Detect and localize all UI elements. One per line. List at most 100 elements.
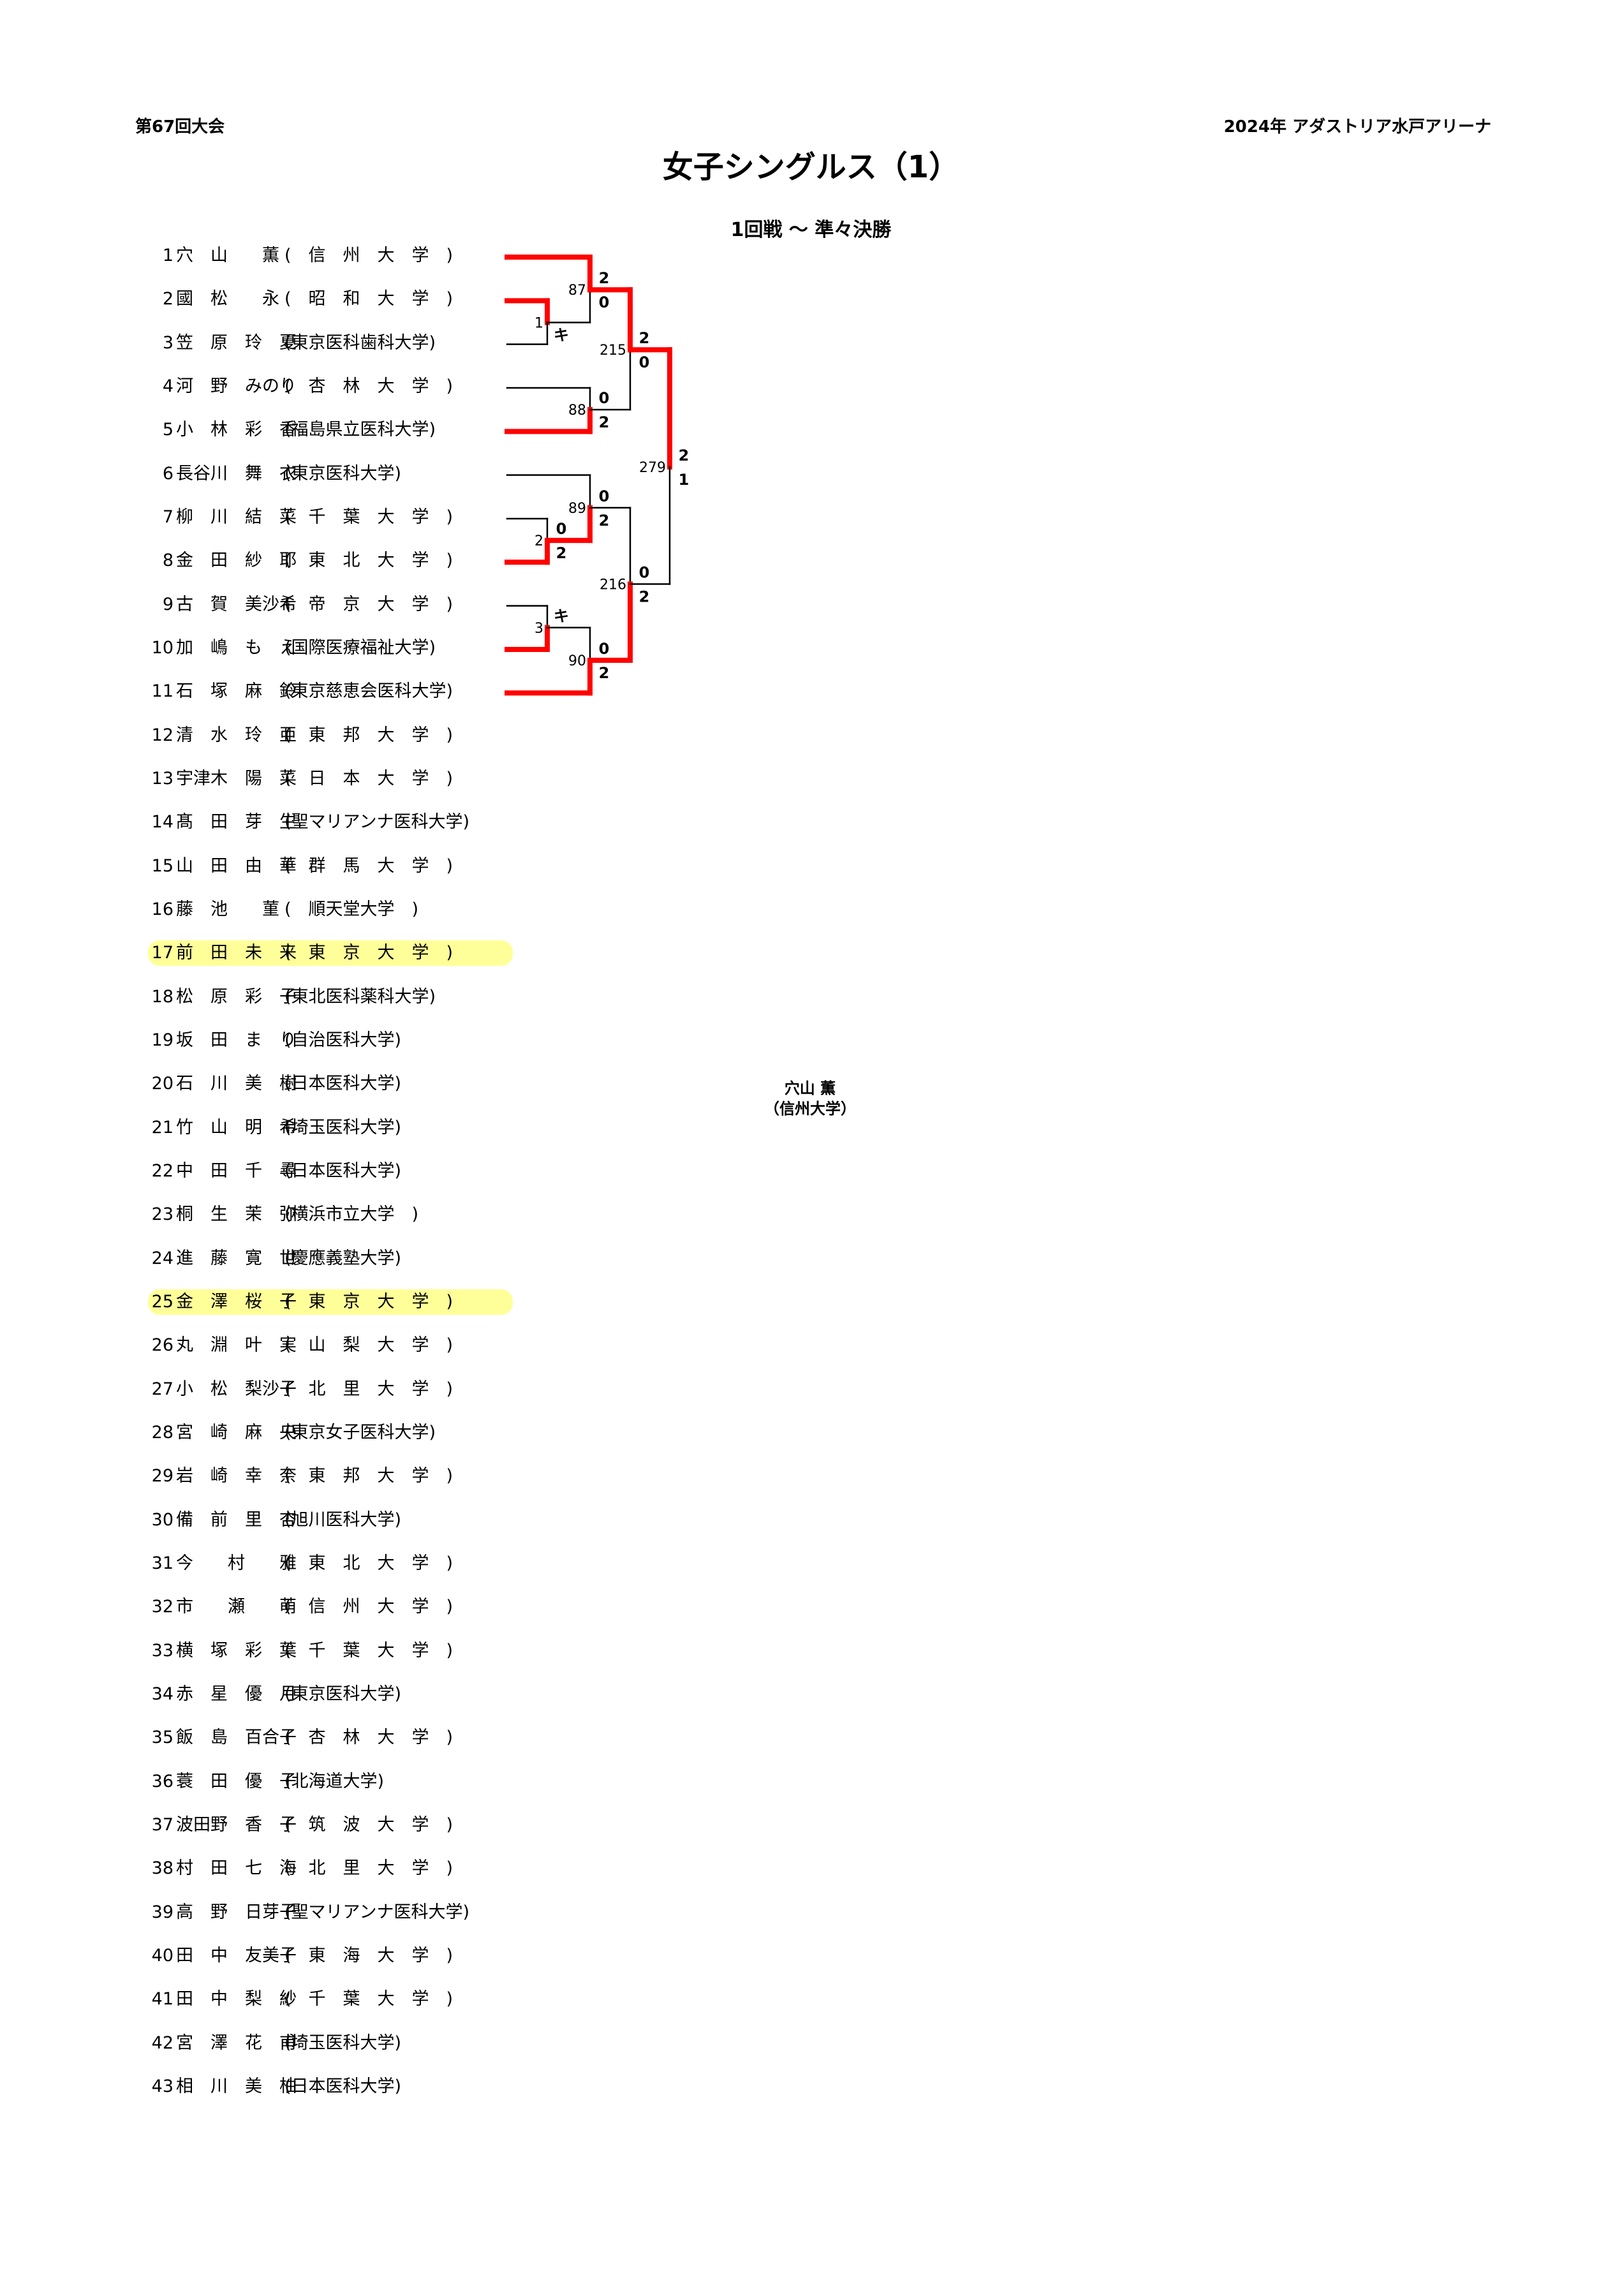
score-bottom: 2	[639, 588, 650, 605]
player-university: (聖マリアンナ医科大学)	[284, 1902, 469, 1922]
player-university: ( 筑 波 大 学 )	[284, 1814, 453, 1835]
match-number: 87	[568, 283, 586, 299]
player-university: (自治医科大学)	[284, 1030, 402, 1050]
seed-number: 39	[151, 1902, 173, 1922]
player-university: ( 千 葉 大 学 )	[284, 507, 453, 527]
match-number: 216	[600, 577, 626, 593]
player-university: (東北医科薬科大学)	[284, 986, 436, 1007]
page-title: 女子シングルス（1）	[662, 149, 960, 185]
seed-number: 9	[162, 594, 173, 614]
seed-number: 16	[151, 899, 173, 919]
round-range-subtitle: 1回戦 ～ 準々決勝	[730, 219, 892, 241]
player-university: (東京医科大学)	[284, 1684, 402, 1704]
score-top: 0	[599, 389, 610, 407]
player-university: (東京医科歯科大学)	[284, 332, 436, 353]
seed-number: 10	[151, 637, 173, 658]
score-bottom: 0	[599, 293, 610, 311]
player-name: 穴 山 薫	[176, 246, 279, 265]
score-top: 0	[599, 487, 610, 505]
seed-number: 36	[151, 1771, 173, 1791]
player-university: ( 東 京 大 学 )	[284, 1291, 453, 1312]
match-number: 88	[568, 403, 586, 418]
venue-label: 2024年 アダストリア水戸アリーナ	[1223, 117, 1491, 137]
seed-number: 29	[151, 1466, 173, 1486]
seed-number: 13	[151, 768, 173, 789]
player-university: (聖マリアンナ医科大学)	[284, 812, 469, 833]
seed-number: 11	[151, 681, 173, 702]
seed-number: 21	[151, 1117, 173, 1137]
score-top: キ	[554, 607, 569, 625]
seed-number: 3	[162, 332, 173, 353]
score-top: 0	[639, 563, 650, 581]
player-university: ( 東 邦 大 学 )	[284, 725, 453, 745]
player-name: 金 澤 桜 子	[176, 1291, 297, 1312]
player-university: (国際医療福祉大学)	[284, 637, 436, 658]
player-university: (東京医科大学)	[284, 463, 402, 484]
seed-number: 40	[151, 1945, 173, 1966]
player-university: (横浜市立大学 )	[284, 1204, 419, 1225]
player-university: (日本医科大学)	[284, 1074, 402, 1094]
player-university: (旭川医科大学)	[284, 1509, 402, 1530]
player-name: 岩 崎 幸 奈	[176, 1466, 297, 1486]
player-name: 河 野 みのり	[176, 376, 297, 396]
seed-number: 20	[151, 1074, 173, 1094]
score-bottom: 2	[599, 413, 610, 431]
player-university: ( 北 里 大 学 )	[284, 1379, 453, 1399]
score-top: 2	[679, 447, 689, 464]
match-number: 279	[639, 460, 666, 476]
player-university: ( 千 葉 大 学 )	[284, 1640, 453, 1661]
seed-number: 37	[151, 1814, 173, 1835]
score-bottom: 0	[639, 353, 650, 371]
seed-number: 5	[162, 420, 173, 440]
score-bottom: 2	[599, 512, 610, 530]
player-university: ( 東 北 大 学 )	[284, 551, 453, 571]
player-university: ( 信 州 大 学 )	[284, 246, 453, 265]
player-university: (埼玉医科大学)	[284, 2033, 402, 2053]
seed-number: 41	[151, 1989, 173, 2010]
score-top: 2	[639, 329, 650, 347]
player-university: ( 信 州 大 学 )	[284, 1597, 453, 1617]
seed-number: 26	[151, 1335, 173, 1356]
seed-number: 4	[162, 376, 173, 396]
seed-number: 19	[151, 1030, 173, 1050]
match-number: 90	[568, 653, 586, 669]
player-university: ( 山 梨 大 学 )	[284, 1335, 453, 1356]
player-university: ( 東 邦 大 学 )	[284, 1466, 453, 1486]
player-name: 藤 池 菫	[176, 899, 279, 919]
score-top: 0	[599, 640, 610, 658]
player-university: (慶應義塾大学)	[284, 1248, 402, 1268]
player-name: 長谷川 舞 衣	[176, 463, 297, 484]
seed-number: 43	[151, 2076, 173, 2096]
score-top: 2	[599, 269, 610, 287]
seed-number: 34	[151, 1684, 173, 1704]
score-bottom: キ	[554, 326, 569, 344]
player-university: ( 千 葉 大 学 )	[284, 1989, 453, 2010]
match-number: 89	[568, 501, 586, 517]
player-university: ( 日 本 大 学 )	[284, 768, 453, 789]
seed-number: 22	[151, 1160, 173, 1181]
match-number: 3	[535, 621, 543, 637]
